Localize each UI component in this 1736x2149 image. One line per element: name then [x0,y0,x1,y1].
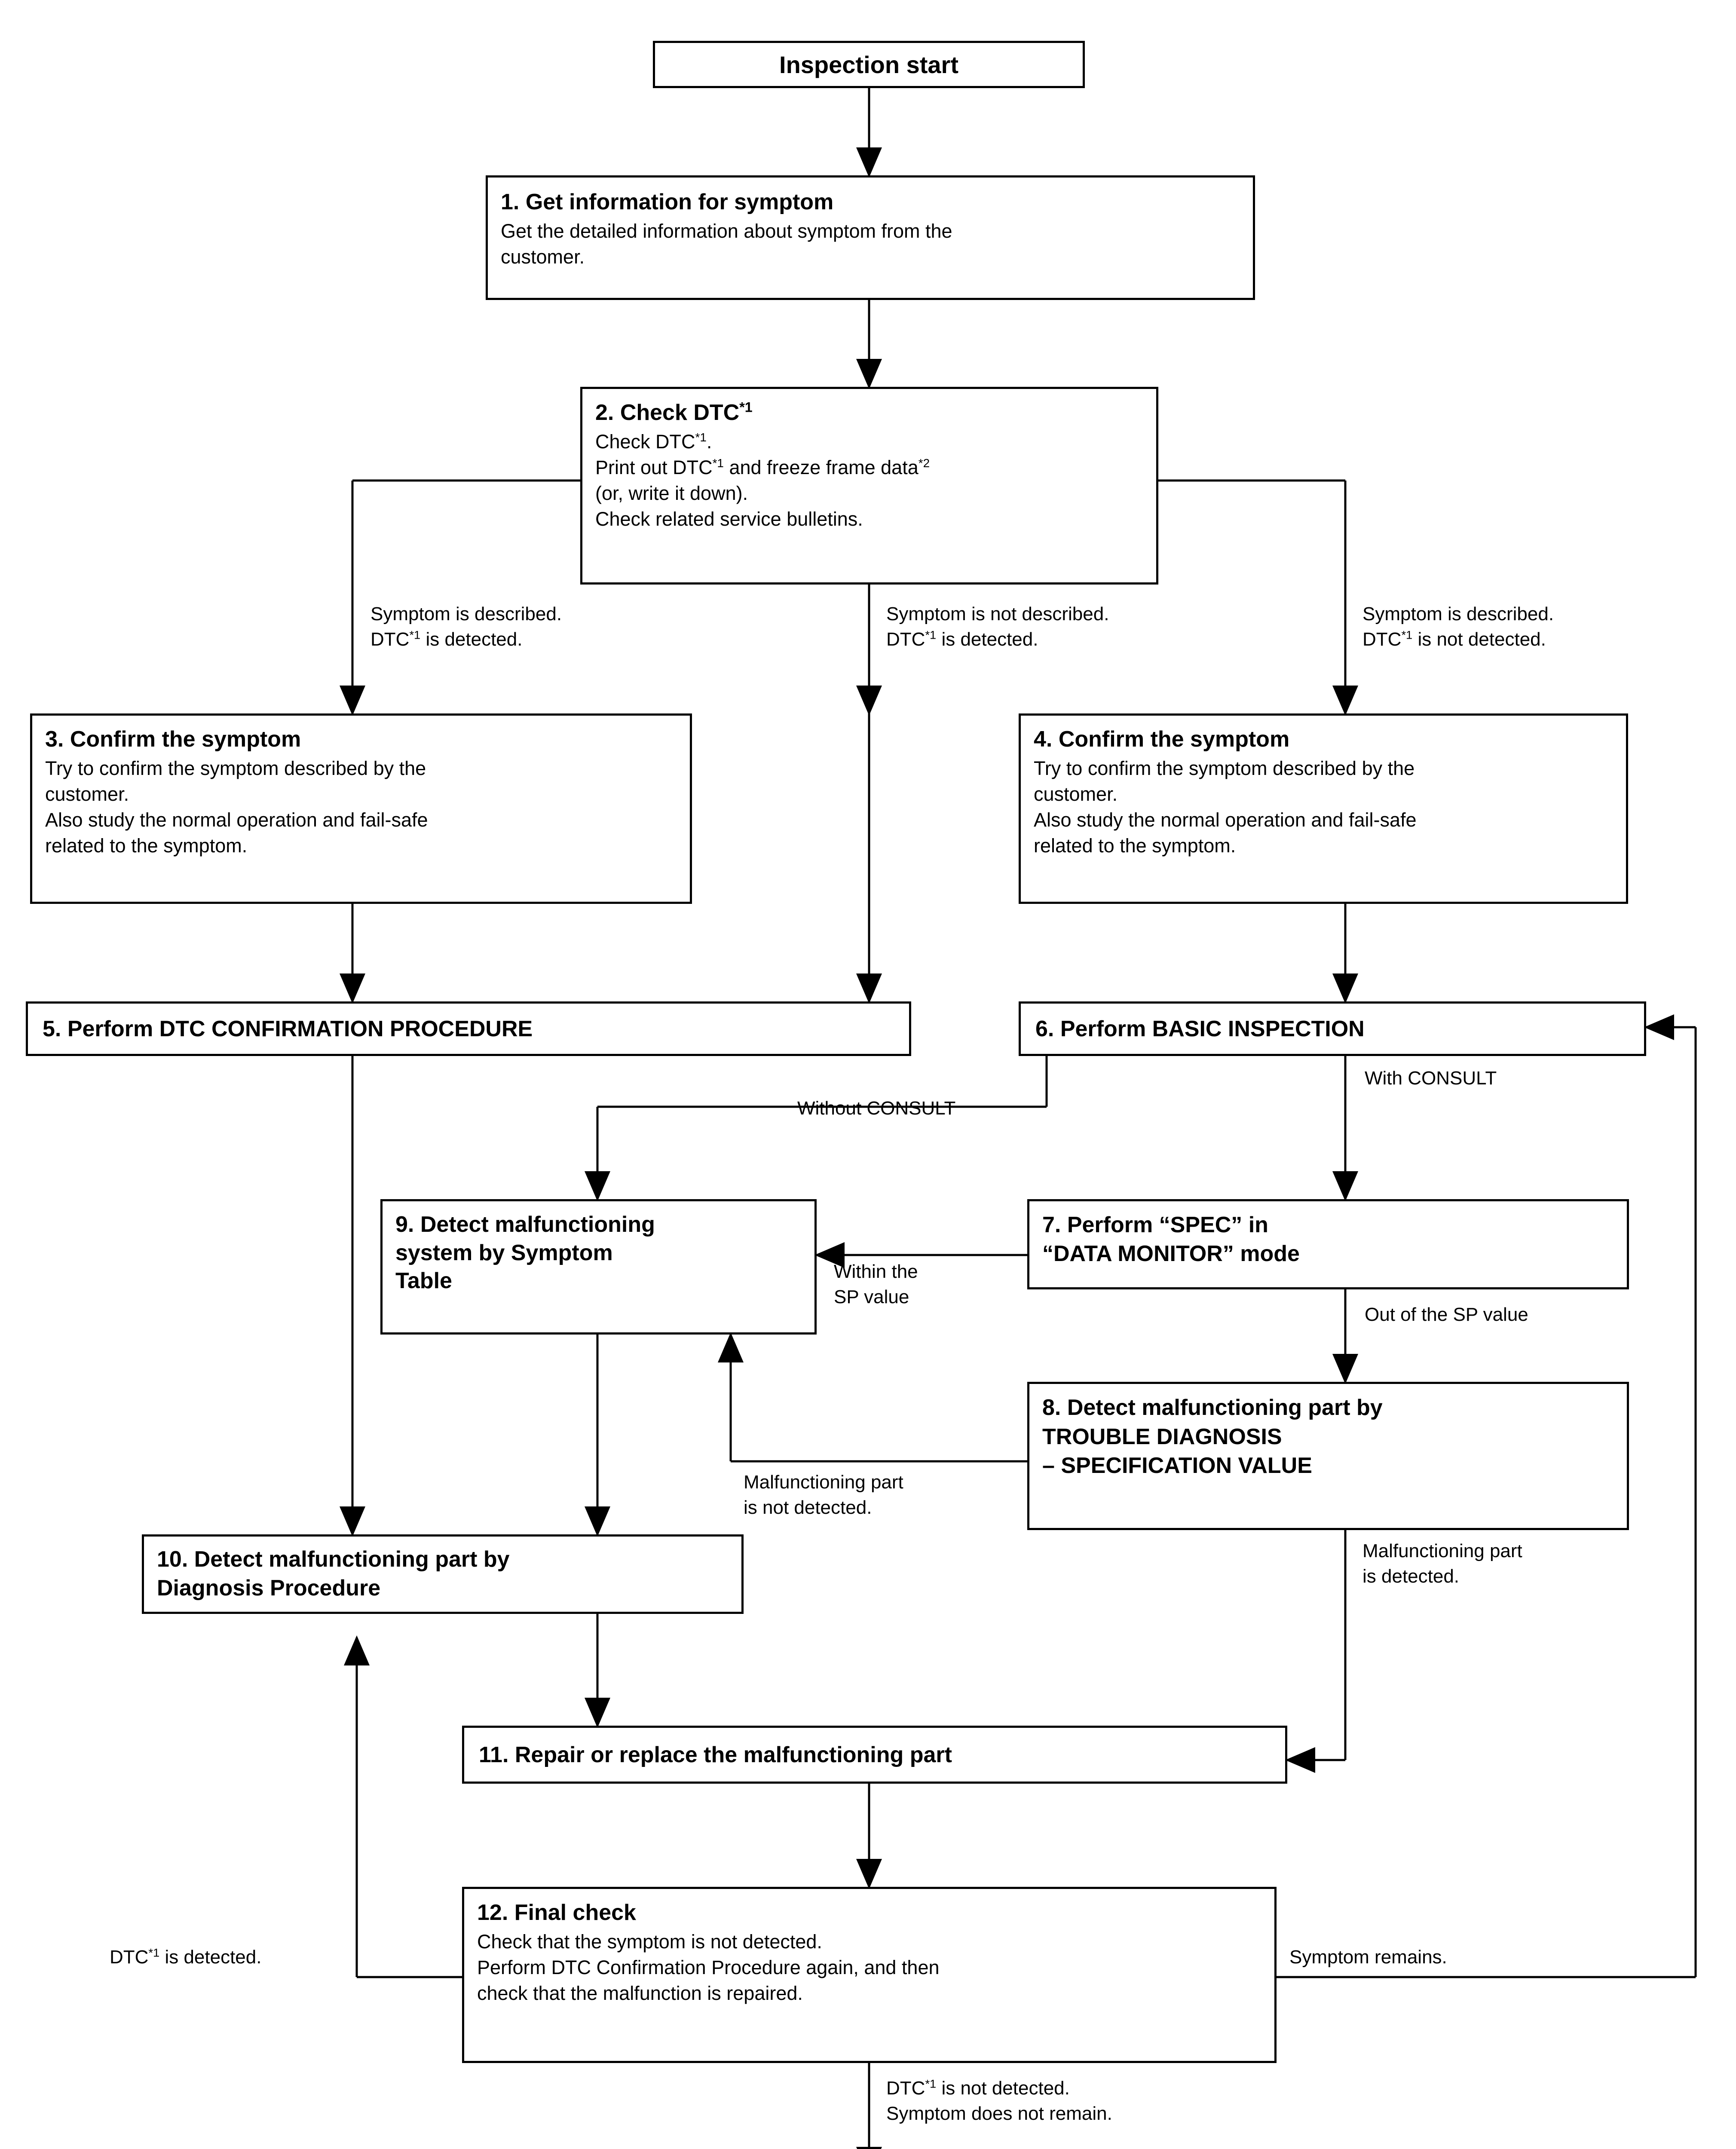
node-12-final-check[interactable]: 12. Final check Check that the symptom i… [462,1887,1277,2063]
edge-label-branch-left: Symptom is described.DTC*1 is detected. [370,603,562,650]
node-2-check-dtc[interactable]: 2. Check DTC*1 Check DTC*1. Print out DT… [580,387,1158,585]
edge-label-branch-right: Symptom is described.DTC*1 is not detect… [1362,603,1554,650]
node-2-title: 2. Check DTC*1 [595,399,753,425]
node-12-body: Check that the symptom is not detected. … [477,1931,940,2005]
node-5-title: 5. Perform DTC CONFIRMATION PROCEDURE [43,1016,533,1041]
node-8-trouble-diagnosis[interactable]: 8. Detect malfunctioning part by TROUBLE… [1027,1382,1629,1530]
node-5-dtc-confirmation-procedure[interactable]: 5. Perform DTC CONFIRMATION PROCEDURE [26,1001,911,1056]
node-11-title: 11. Repair or replace the malfunctioning… [479,1742,952,1767]
edge-label-within-sp-value: Within the SP value [834,1261,918,1307]
node-9-title: 9. Detect malfunctioning system by Sympt… [395,1212,655,1294]
node-2-body: Check DTC*1. Print out DTC*1 and freeze … [595,431,930,530]
node-9-symptom-table[interactable]: 9. Detect malfunctioning system by Sympt… [380,1199,817,1335]
node-1-title: 1. Get information for symptom [501,190,834,214]
node-start-label: Inspection start [779,51,958,78]
node-6-basic-inspection[interactable]: 6. Perform BASIC INSPECTION [1019,1001,1646,1056]
node-3-confirm-symptom[interactable]: 3. Confirm the symptom Try to confirm th… [30,713,692,904]
node-4-title: 4. Confirm the symptom [1034,727,1290,752]
node-3-title: 3. Confirm the symptom [45,727,301,752]
node-3-body: Try to confirm the symptom described by … [45,757,428,857]
edge-label-with-consult: With CONSULT [1365,1068,1497,1089]
node-4-body: Try to confirm the symptom described by … [1034,757,1417,857]
node-4-confirm-symptom[interactable]: 4. Confirm the symptom Try to confirm th… [1019,713,1628,904]
node-10-diagnosis-procedure[interactable]: 10. Detect malfunctioning part by Diagno… [142,1534,744,1614]
edge-label-symptom-remains: Symptom remains. [1289,1947,1447,1968]
edge-label-without-consult: Without CONSULT [797,1098,956,1119]
edge-label-dtc-is-detected: DTC*1 is detected. [110,1946,262,1968]
node-11-repair-replace[interactable]: 11. Repair or replace the malfunctioning… [462,1726,1287,1784]
edge-label-final-ok: DTC*1 is not detected.Symptom does not r… [886,2077,1112,2124]
edge-label-part-detected: Malfunctioning part is detected. [1362,1540,1522,1587]
node-7-title: 7. Perform “SPEC” in “DATA MONITOR” mode [1042,1212,1300,1266]
node-12-title: 12. Final check [477,1900,636,1925]
node-1-body: Get the detailed information about sympt… [501,220,952,268]
edge-label-out-of-sp-value: Out of the SP value [1365,1304,1528,1325]
edge-label-branch-mid: Symptom is not described.DTC*1 is detect… [886,603,1109,650]
node-8-title: 8. Detect malfunctioning part by TROUBLE… [1042,1395,1383,1479]
node-6-title: 6. Perform BASIC INSPECTION [1035,1016,1365,1041]
node-inspection-start[interactable]: Inspection start [653,41,1085,88]
node-1-get-information[interactable]: 1. Get information for symptom Get the d… [486,175,1255,300]
edge-label-part-not-detected: Malfunctioning part is not detected. [744,1472,903,1518]
node-10-title: 10. Detect malfunctioning part by Diagno… [157,1547,510,1601]
node-7-perform-spec[interactable]: 7. Perform “SPEC” in “DATA MONITOR” mode [1027,1199,1629,1289]
